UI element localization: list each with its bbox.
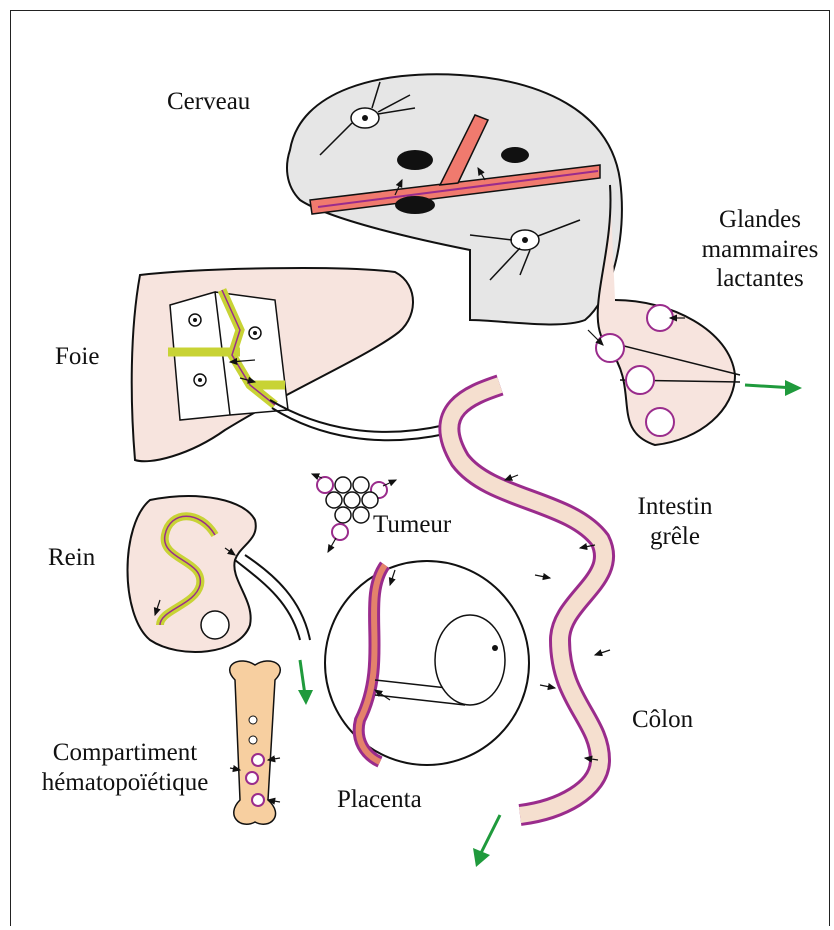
label-glandes: Glandes mammaires lactantes <box>690 205 830 294</box>
label-intestin-line1: Intestin <box>625 492 725 522</box>
label-tumeur: Tumeur <box>373 510 451 540</box>
label-glandes-line2: mammaires <box>690 235 830 265</box>
label-compartiment-line1: Compartiment <box>25 738 225 768</box>
label-rein: Rein <box>48 543 95 573</box>
label-glandes-line3: lactantes <box>690 264 830 294</box>
kidney-organ <box>128 496 314 705</box>
label-glandes-line1: Glandes <box>690 205 830 235</box>
placenta-organ <box>325 561 529 765</box>
label-placenta: Placenta <box>337 785 422 815</box>
label-compartiment-line2: hématopoïétique <box>25 768 225 798</box>
bone-organ <box>230 661 281 824</box>
label-foie: Foie <box>55 342 99 372</box>
label-intestin: Intestin grêle <box>625 492 725 551</box>
liver-organ <box>132 268 445 461</box>
label-compartiment: Compartiment hématopoïétique <box>25 738 225 797</box>
label-colon: Côlon <box>632 705 693 735</box>
label-intestin-line2: grêle <box>625 522 725 552</box>
label-cerveau: Cerveau <box>167 87 250 117</box>
